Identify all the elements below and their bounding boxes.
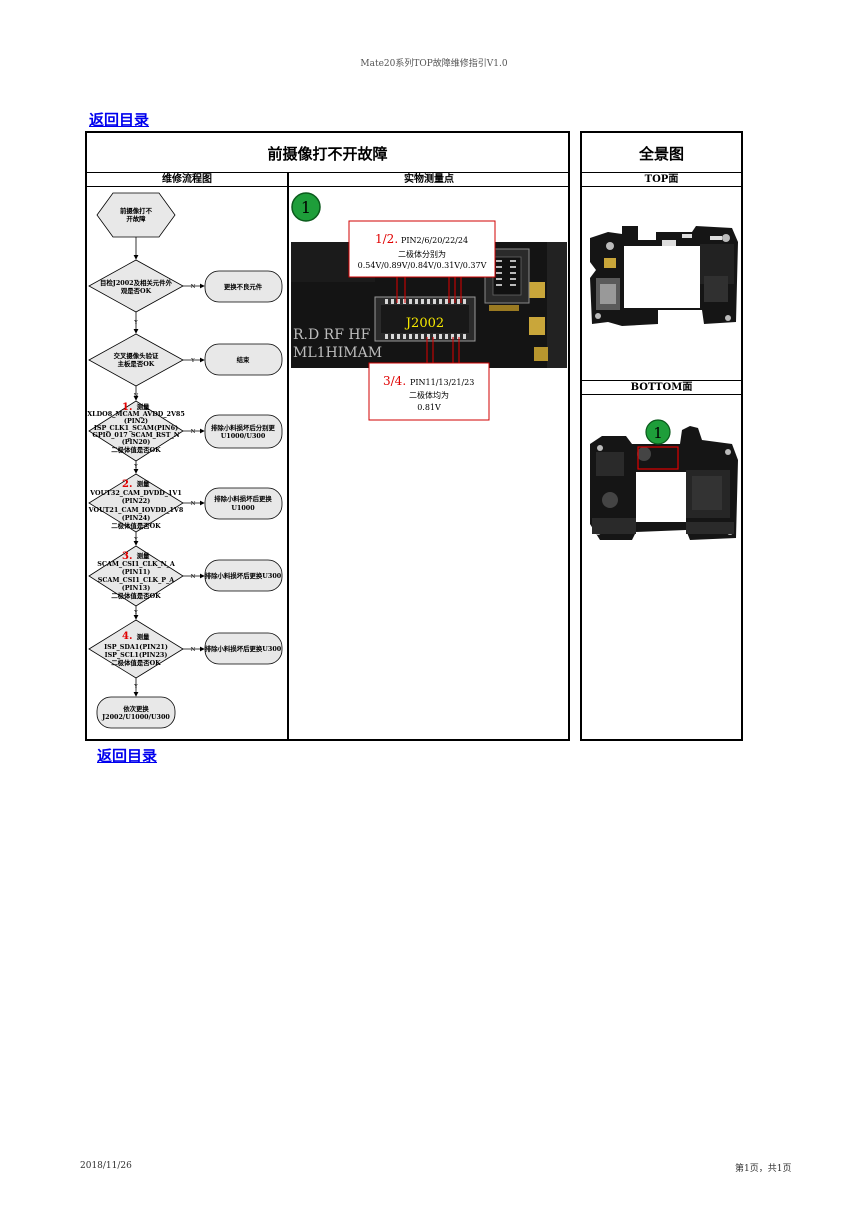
bottom-side-header: BOTTOM面	[630, 382, 693, 393]
flow-end	[96, 696, 176, 729]
page-header: Mate20系列TOP故障维修指引V1.0	[360, 59, 508, 69]
flow-start-hexagon	[96, 192, 176, 238]
footer-page-number: 第1页，共1页	[735, 1164, 792, 1174]
no-label: N	[191, 574, 196, 580]
yes-label: Y	[133, 537, 138, 543]
overview-title: 全景图	[638, 144, 684, 163]
flow-result-1	[204, 270, 283, 303]
silkscreen-text: ML1HIMAM	[293, 345, 382, 361]
note-1-number: 1/2.	[375, 232, 398, 246]
probe-lines	[396, 277, 462, 363]
board-closeup-photo: J2002 R.D RF HF ML1HIMAM	[291, 242, 567, 368]
divider	[581, 380, 742, 381]
footer-date: 2018/11/26	[80, 1161, 132, 1171]
no-label: N	[191, 501, 196, 507]
fault-table	[85, 131, 570, 741]
divider	[581, 394, 742, 395]
no-label: N	[191, 647, 196, 653]
bottom-side-board-photo: 1	[590, 419, 738, 540]
note-1-line-3: 0.54V/0.89V/0.84V/0.31V/0.37V	[358, 261, 487, 270]
flow-result-1-text: 更换不良元件	[224, 282, 263, 291]
flow-result-3	[204, 414, 283, 449]
yes-label: Y	[190, 358, 195, 364]
divider	[581, 186, 742, 187]
flow-decision-2-text: 交叉摄像头验证主板是否OK	[114, 351, 159, 368]
flow-start-text: 前摄像打不开故障	[120, 206, 153, 223]
flow-column-header: 维修流程图	[162, 174, 212, 185]
divider	[86, 186, 569, 187]
no-label: N	[191, 429, 196, 435]
top-side-header: TOP面	[644, 174, 679, 185]
flow-result-4	[204, 487, 283, 520]
measure-column-header: 实物测量点	[404, 174, 454, 185]
note-2-line-3: 0.81V	[417, 403, 441, 412]
divider	[581, 172, 742, 173]
flow-result-2-text: 结束	[237, 355, 250, 364]
yes-label: Y	[133, 684, 138, 690]
step-1-number: 1.	[122, 402, 132, 413]
measurement-view: 1 J2002 R.D RF HF ML1HIMAM	[291, 192, 567, 421]
note-1-line-2: 二极体分别为	[398, 249, 446, 259]
flow-decision-1-text: 目检J2002及相关元件外观是否OK	[100, 278, 173, 295]
measurement-note-1	[348, 220, 496, 278]
location-badge	[291, 192, 321, 222]
step-3-number: 3.	[122, 551, 132, 562]
measurement-note-2	[368, 362, 490, 421]
note-2-pins: PIN11/13/21/23	[410, 378, 474, 387]
note-2-line-2: 二极体均为	[409, 390, 449, 400]
step-2-number: 2.	[122, 479, 132, 490]
no-label: N	[134, 393, 139, 399]
note-2-number: 3/4.	[383, 374, 406, 388]
bottom-location-badge	[645, 419, 671, 445]
back-to-contents-link-top[interactable]: 返回目录	[89, 111, 150, 129]
yes-label: Y	[133, 320, 138, 326]
flow-result-6	[204, 632, 283, 665]
top-side-board-photo	[590, 226, 738, 326]
fault-title: 前摄像打不开故障	[267, 144, 388, 163]
svg-text:1: 1	[301, 198, 311, 217]
flow-result-5	[204, 559, 283, 592]
connector-label: J2002	[404, 316, 444, 331]
note-1-pins: PIN2/6/20/22/24	[401, 236, 468, 245]
yes-label: Y	[133, 610, 138, 616]
repair-flowchart: 前摄像打不开故障 目检J2002及相关元件外观是否OK 更换不良元件 交叉摄像头…	[87, 192, 283, 729]
back-to-contents-link-bottom[interactable]: 返回目录	[97, 747, 158, 765]
divider	[86, 172, 569, 173]
overview-table	[580, 131, 743, 741]
svg-text:1: 1	[653, 424, 663, 442]
flow-result-5-text: 排除小料损坏后更换U300	[205, 571, 282, 580]
flow-result-2	[204, 343, 283, 376]
no-label: N	[191, 284, 196, 290]
flow-result-6-text: 排除小料损坏后更换U300	[205, 644, 282, 653]
yes-label: Y	[133, 464, 138, 470]
silkscreen-text: R.D RF HF	[293, 327, 371, 343]
column-divider	[287, 172, 289, 740]
step-4-number: 4.	[122, 631, 132, 642]
